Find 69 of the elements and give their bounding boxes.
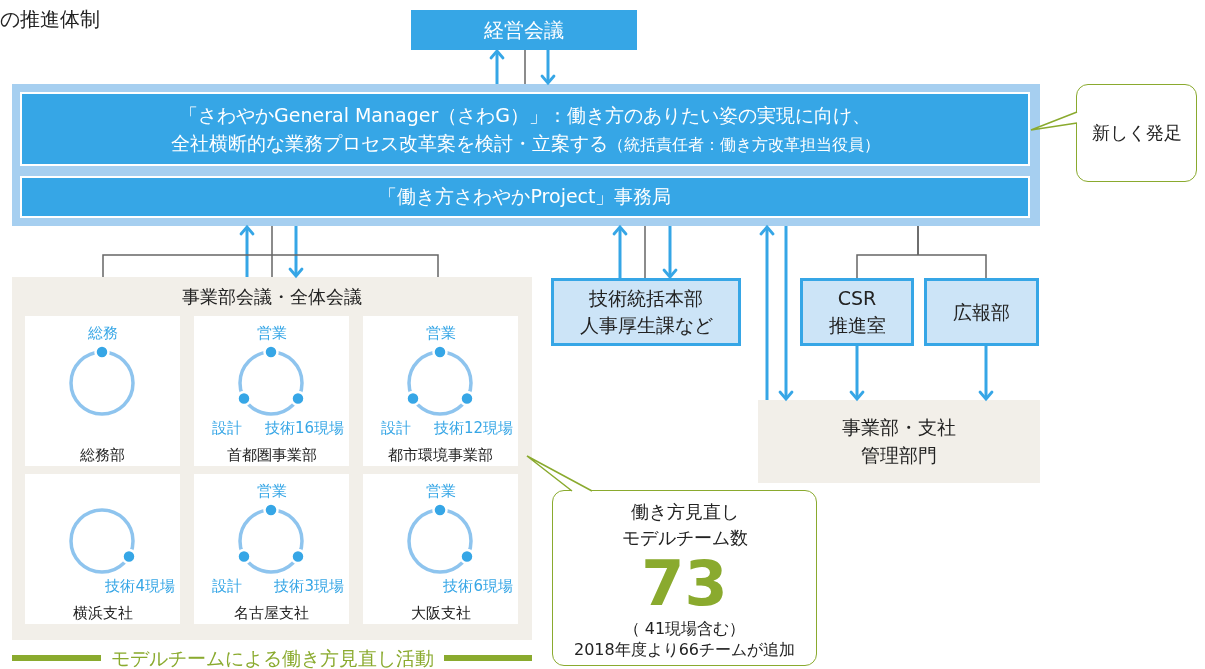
committee-description: 「さわやかGeneral Manager（さわG）」：働き方のありたい姿の実現に向け、全社横断的な業務プロセス改革案を検討・立案する（統括責任者：働き方改革担当役員） — [169, 102, 881, 156]
team-card — [194, 474, 349, 624]
role-label: 技術6現場 — [443, 577, 513, 596]
note-text: 2018年度より66チームが追加 — [573, 640, 796, 661]
role-label: 技術12現場 — [433, 419, 513, 438]
connector-line — [102, 225, 439, 278]
meeting-box — [411, 10, 637, 50]
box-label: CSR — [837, 286, 877, 312]
role-label: 設計 — [212, 577, 242, 596]
note-text: （ 41現場含む） — [623, 619, 746, 641]
management-box — [758, 400, 1040, 483]
diagram-title: の推進体制 — [0, 6, 100, 33]
arrow — [978, 346, 994, 401]
arrow — [778, 226, 794, 401]
box-label: 技術統括本部 — [589, 286, 703, 312]
role-label: 技術3現場 — [274, 577, 344, 596]
box-label: 人事厚生課など — [579, 313, 713, 338]
arrow — [239, 225, 255, 277]
team-card — [194, 316, 349, 466]
connector-line — [644, 225, 646, 279]
connector-line — [917, 225, 987, 279]
callout-text: 働き方見直しモデルチーム数 — [621, 500, 748, 551]
section-caption: モデルチームによる働き方見直し活動 — [110, 647, 434, 669]
arrow — [489, 49, 505, 84]
box-label: 「働き方さわやかProject」事務局 — [378, 184, 672, 209]
role-label: 設計 — [381, 419, 411, 438]
callout-bubble — [1076, 84, 1197, 182]
secretariat-box — [20, 176, 1030, 218]
box-label: 推進室 — [828, 313, 886, 338]
callout-tail — [1030, 111, 1078, 131]
panel-heading: 事業部会議・全体会議 — [181, 285, 363, 309]
unit-name: 都市環境事業部 — [387, 446, 494, 465]
team-count: 73 — [641, 553, 728, 616]
arrow — [612, 225, 628, 278]
arrow — [759, 225, 775, 400]
role-label: 営業 — [255, 324, 288, 343]
unit-name: 首都圏事業部 — [225, 446, 318, 465]
role-label: 営業 — [424, 324, 457, 343]
role-label: 技術16現場 — [264, 419, 344, 438]
activity-panel — [12, 277, 532, 640]
box-label: 新しく発足 — [1091, 121, 1182, 145]
department-box — [551, 278, 741, 346]
arrow — [662, 226, 678, 279]
role-label: 技術4現場 — [105, 577, 175, 596]
arrow — [288, 226, 304, 278]
box-label: 広報部 — [953, 299, 1010, 325]
team-card — [25, 316, 180, 466]
organization-band — [12, 84, 1040, 226]
arrow — [849, 346, 865, 401]
box-label: 経営会議 — [484, 16, 564, 44]
unit-name: 大阪支社 — [409, 604, 472, 623]
committee-box — [20, 92, 1030, 166]
role-label: 設計 — [212, 419, 242, 438]
unit-name: 横浜支社 — [71, 604, 134, 623]
connector-line — [524, 49, 526, 85]
role-label: 営業 — [424, 482, 457, 501]
arrow — [540, 50, 556, 85]
callout-bubble — [552, 490, 817, 666]
department-box — [924, 278, 1039, 346]
callout-tail — [526, 455, 593, 492]
role-label: 営業 — [255, 482, 288, 501]
team-card — [363, 316, 518, 466]
team-card — [25, 474, 180, 624]
role-label: 総務 — [86, 324, 119, 343]
unit-name: 総務部 — [79, 446, 126, 465]
department-box — [800, 278, 914, 346]
team-card — [363, 474, 518, 624]
box-label: 事業部・支社管理部門 — [841, 414, 957, 468]
unit-name: 名古屋支社 — [233, 604, 310, 623]
